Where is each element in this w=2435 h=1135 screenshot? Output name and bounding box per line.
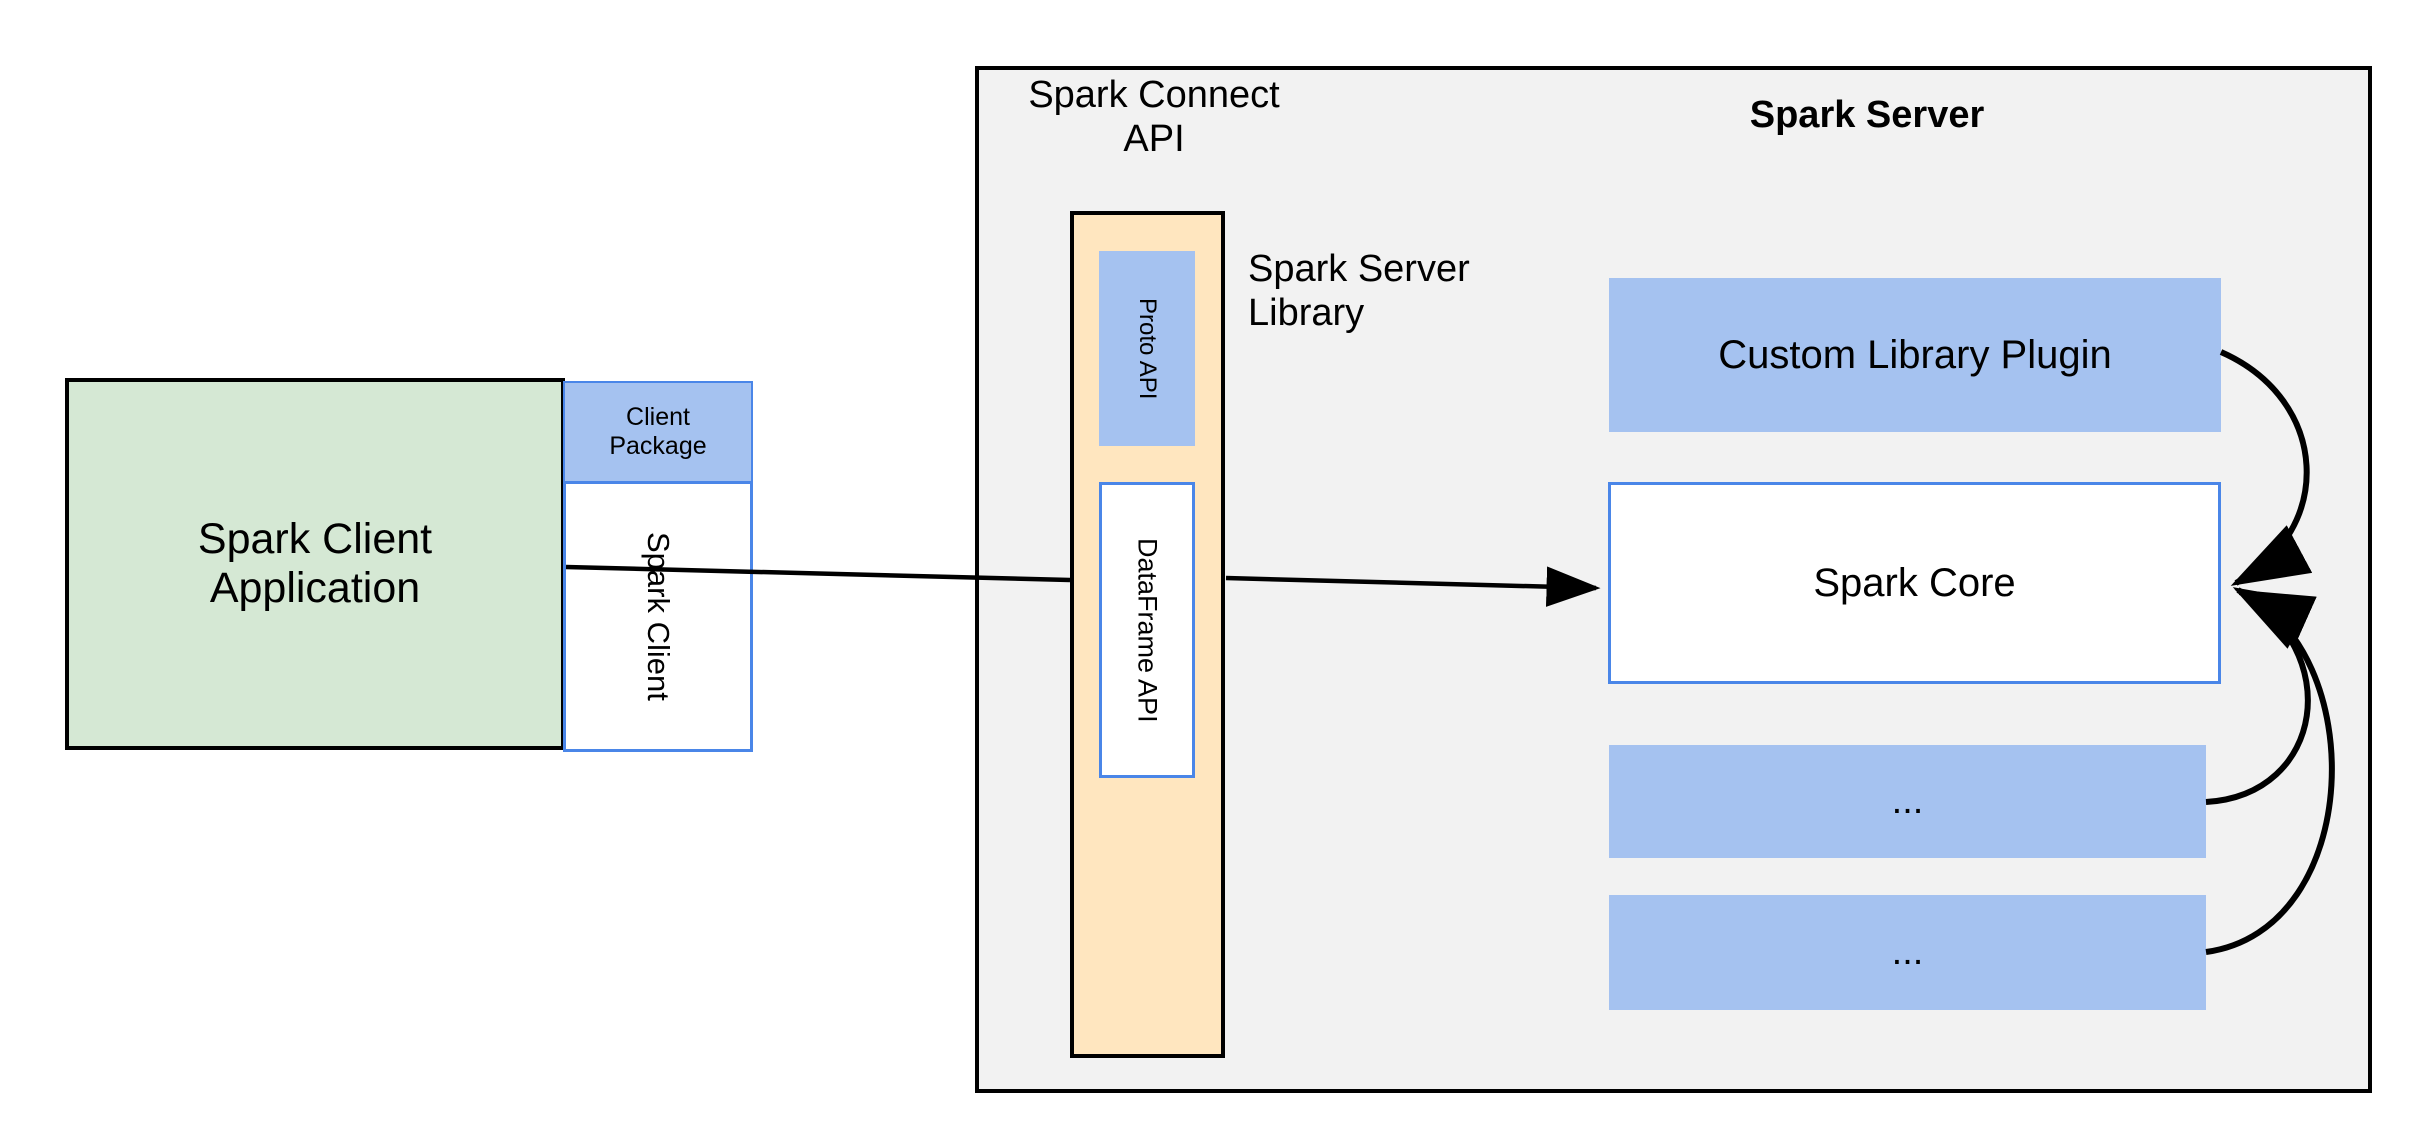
proto-api-box[interactable]: Proto API (1099, 251, 1195, 446)
spark-connect-api-label: Spark Connect API (1028, 74, 1280, 160)
spark-client-box[interactable]: Spark Client (563, 481, 753, 752)
additional-component-box-2[interactable]: ... (1609, 895, 2206, 1010)
spark-client-application-label: Spark Client Application (197, 514, 433, 612)
additional-component-box-1[interactable]: ... (1609, 745, 2206, 858)
dataframe-api-label: DataFrame API (1132, 537, 1163, 723)
custom-library-plugin-label: Custom Library Plugin (1718, 333, 2112, 377)
client-package-label: Client Package (609, 403, 707, 460)
spark-client-application-box[interactable]: Spark Client Application (65, 378, 565, 750)
additional-component-label-2: ... (1891, 930, 1924, 973)
additional-component-label-1: ... (1891, 779, 1924, 822)
spark-core-label: Spark Core (1813, 561, 2016, 605)
proto-api-label: Proto API (1133, 297, 1161, 400)
spark-server-library-label: Spark Server Library (1248, 248, 1470, 334)
spark-server-title: Spark Server (1749, 94, 1985, 137)
client-package-box[interactable]: Client Package (563, 381, 753, 483)
spark-core-box[interactable]: Spark Core (1608, 482, 2221, 684)
dataframe-api-box[interactable]: DataFrame API (1099, 482, 1195, 778)
spark-client-label: Spark Client (640, 532, 676, 701)
custom-library-plugin-box[interactable]: Custom Library Plugin (1609, 278, 2221, 432)
